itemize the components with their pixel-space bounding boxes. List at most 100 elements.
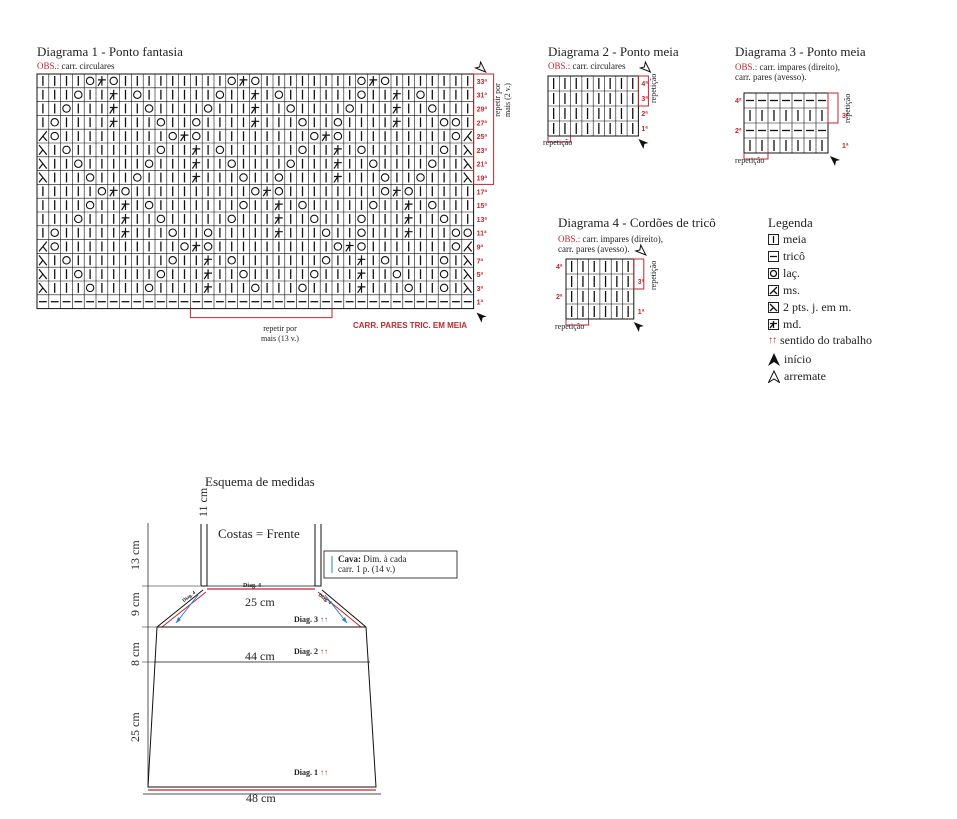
schematic-straps (200, 524, 322, 587)
diagram1-obs: OBS.: carr. circulares (37, 61, 115, 71)
dim-25h: 25 cm (245, 595, 275, 609)
diagram4-side-bracket (633, 258, 645, 290)
diagram1-start-arrow (476, 312, 487, 323)
diagram2-row-label: 4ª (641, 81, 648, 88)
diagram1-row-label: 31ª (477, 93, 488, 100)
legend-title: Legenda (768, 215, 813, 230)
arrows-up-icon: ↑↑ (320, 768, 328, 777)
legend-symbol-icon (768, 285, 779, 296)
diagram4-row-label: 4ª (556, 264, 563, 271)
schematic-armhole-band (161, 591, 362, 628)
diagram1-row-label: 21ª (477, 162, 488, 169)
diagram2-row-label: 2ª (641, 111, 648, 118)
diagram1-row-label: 11ª (477, 231, 487, 238)
dim-48: 48 cm (246, 791, 276, 805)
legend-item: md. (768, 317, 801, 332)
diagram1-side-bracket (473, 73, 495, 185)
legend-item: tricô (768, 249, 805, 264)
legend-label: tricô (783, 249, 805, 263)
start-arrow-icon (768, 353, 780, 366)
legend-start: início (768, 352, 811, 367)
dim-ticks (142, 585, 200, 663)
diagram3-start-arrow (830, 156, 840, 166)
dim-13: 13 cm (128, 540, 142, 570)
diagram2-start-arrow (638, 139, 649, 149)
schematic-piece-label: Costas = Frente (218, 526, 300, 541)
legend-symbol-icon (768, 319, 779, 330)
arrows-up-icon: ↑↑ (320, 647, 328, 656)
diagram3-row-label: 4ª (735, 98, 742, 105)
diagram4-row-label: 1ª (638, 309, 645, 316)
legend-item: 2 pts. j. em m. (768, 300, 851, 315)
diagram2-bottom-bracket (547, 136, 572, 143)
diagram1-row-label: 33ª (477, 79, 488, 86)
diagram1-row-label: 5ª (477, 272, 484, 279)
dim-25v: 25 cm (128, 712, 142, 742)
diag2-label: Diag. 2 ↑↑ (294, 647, 328, 656)
legend-label: ms. (783, 283, 801, 297)
legend-item: laç. (768, 266, 800, 281)
diagram3-row-label: 3ª (842, 113, 849, 120)
diagram4-side-label: repetição (649, 260, 658, 290)
diagram1-row-label: 27ª (477, 120, 488, 127)
diagram4-row-label: 3ª (638, 279, 645, 286)
diagram4-bottom-bracket (565, 319, 590, 326)
diagram2-repeat-label: repetição (543, 138, 573, 147)
diagram1-row-label: 1ª (477, 300, 484, 307)
diagram1-carr-note: CARR. PARES TRIC. EM MEIA (353, 321, 468, 330)
arrows-up-icon: ↑↑ (768, 335, 777, 346)
diagram4-obs: OBS.: carr. impares (direito), carr. par… (558, 234, 663, 254)
dim-44: 44 cm (245, 649, 275, 663)
schematic-armholes (156, 589, 367, 628)
diagram1-row-label: 9ª (477, 245, 484, 252)
legend-symbol-icon (768, 251, 779, 262)
legend-item: ms. (768, 283, 800, 298)
end-arrow-icon (768, 370, 780, 383)
diagram1-row-label: 15ª (477, 203, 488, 210)
diagram1-row-label: 7ª (477, 258, 484, 265)
legend-symbol-icon (768, 268, 779, 279)
diagram3-bottom-bracket (743, 153, 769, 160)
legend-label: meia (783, 232, 807, 246)
diagram3-repeat-label: repetição (735, 156, 765, 165)
diagram4-end-arrow (634, 243, 647, 256)
diagram1-bottom-bracket (189, 308, 333, 319)
diag4-label: Diag. 4 (243, 583, 261, 589)
diagram3-side-bracket (827, 92, 839, 124)
legend-symbol-icon (768, 234, 779, 245)
diagram2-obs: OBS.: carr. circulares (548, 61, 626, 71)
diagram2-side-bracket (637, 75, 649, 107)
diagram1-row-label: 13ª (477, 217, 488, 224)
diagram2-side-label: repetição (649, 73, 658, 103)
diagram1-grid (36, 73, 475, 310)
legend-symbol-icon (768, 302, 779, 313)
legend-label: laç. (783, 266, 800, 280)
diagram2-row-label: 1ª (641, 126, 648, 133)
legend-direction: ↑↑ sentido do trabalho (768, 333, 872, 347)
diagram4-row-label: 2ª (556, 294, 563, 301)
diag3-label: Diag. 3 ↑↑ (294, 615, 328, 624)
dim-11: 11 cm (196, 487, 210, 517)
diagram2-end-arrow (638, 60, 652, 73)
diagram1-row-label: 3ª (477, 286, 484, 293)
diagram4-title: Diagrama 4 - Cordões de tricô (558, 215, 716, 230)
diagram1-row-label: 17ª (477, 189, 488, 196)
diagram4-repeat-label: repetição (555, 322, 585, 331)
diagram1-title: Diagrama 1 - Ponto fantasia (37, 44, 183, 59)
cava-box (323, 550, 458, 579)
diagram2-title: Diagrama 2 - Ponto meia (548, 44, 679, 59)
diagram3-obs: OBS.: carr. impares (direito), carr. par… (735, 62, 840, 82)
cava-arrows (175, 594, 348, 624)
legend-item: meia (768, 232, 806, 247)
schematic-title: Esquema de medidas (205, 474, 315, 489)
diagram1-row-label: 29ª (477, 107, 488, 114)
schematic-body (147, 626, 377, 788)
legend-label: 2 pts. j. em m. (783, 300, 852, 314)
diagram3-row-label: 2ª (735, 128, 742, 135)
diagram3-side-label: repetição (843, 93, 852, 123)
dim-8: 8 cm (128, 642, 142, 666)
dim-9: 9 cm (128, 592, 142, 616)
diagram1-row-label: 23ª (477, 148, 488, 155)
